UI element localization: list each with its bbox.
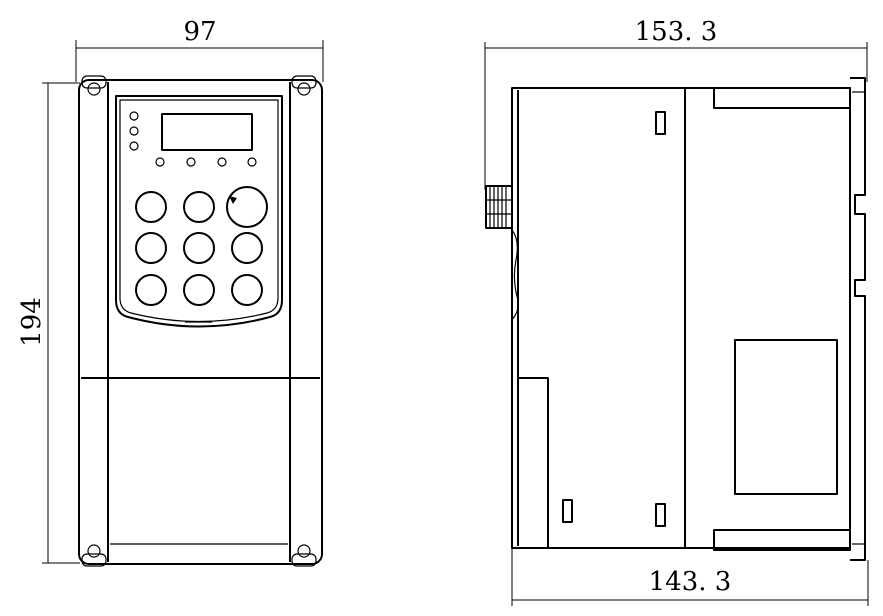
top-channel xyxy=(713,87,851,109)
front-enclosure xyxy=(78,79,323,565)
led-icon xyxy=(129,111,139,121)
keypad-button xyxy=(183,232,215,264)
height-dimension: 194 xyxy=(17,82,80,564)
key-leds xyxy=(155,157,257,167)
potentiometer-knob xyxy=(226,186,268,228)
side-view: 153. 3 143. 3 xyxy=(484,17,869,606)
slot-icon xyxy=(655,503,666,527)
lcd-display xyxy=(161,113,253,151)
knurled-knob-icon xyxy=(485,185,513,229)
height-dimension-label: 194 xyxy=(17,297,47,347)
bottom-channel xyxy=(713,529,851,551)
knob-icon xyxy=(226,186,268,228)
mounting-hole-icon xyxy=(297,82,311,96)
slot-icon xyxy=(562,499,573,523)
depth-dimension-top-label: 153. 3 xyxy=(635,17,718,47)
keypad-button xyxy=(135,232,167,264)
keypad-buttons xyxy=(135,191,263,306)
keypad-button xyxy=(135,274,167,306)
keypad-button xyxy=(135,191,167,223)
rear-plate xyxy=(850,77,866,561)
keypad-button xyxy=(183,191,215,223)
led-icon xyxy=(247,157,257,167)
led-icon xyxy=(129,141,139,151)
keypad-button xyxy=(231,232,263,264)
front-view: 97 194 xyxy=(17,17,324,567)
depth-dimension-top: 153. 3 xyxy=(484,17,868,190)
led-icon xyxy=(129,126,139,136)
width-dimension-label: 97 xyxy=(183,17,216,47)
depth-dimension-bottom: 143. 3 xyxy=(511,548,869,606)
mounting-holes xyxy=(81,75,317,567)
mounting-hole-icon xyxy=(297,544,311,558)
led-icon xyxy=(155,157,165,167)
keypad-panel xyxy=(115,95,283,328)
led-icon xyxy=(186,157,196,167)
mounting-hole-icon xyxy=(87,82,101,96)
slot-icon xyxy=(655,111,666,135)
side-enclosure xyxy=(511,87,851,549)
width-dimension: 97 xyxy=(75,17,324,82)
keypad-profile xyxy=(511,229,519,321)
mounting-hole-icon xyxy=(87,544,101,558)
led-icon xyxy=(217,157,227,167)
slots xyxy=(562,111,666,527)
keypad-button xyxy=(183,274,215,306)
label-window xyxy=(734,339,838,495)
depth-dimension-bottom-label: 143. 3 xyxy=(649,567,732,597)
indicator-leds xyxy=(129,111,139,151)
lower-cover xyxy=(518,377,549,548)
keypad-button xyxy=(231,274,263,306)
side-knob xyxy=(485,185,513,229)
